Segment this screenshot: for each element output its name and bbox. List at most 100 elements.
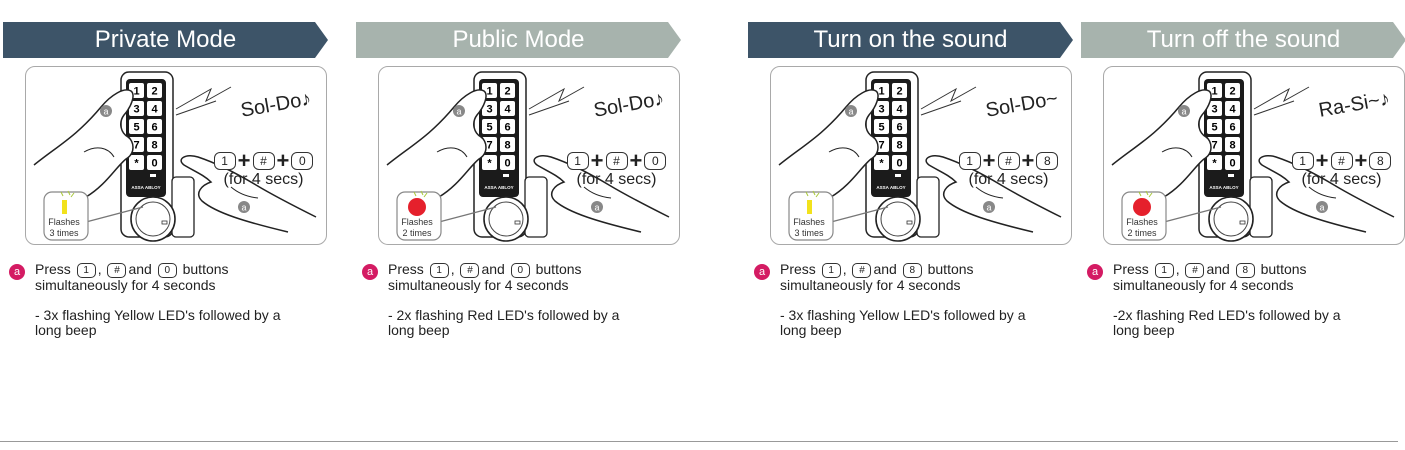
step-separator: ,	[450, 261, 455, 277]
svg-text:a: a	[848, 107, 853, 117]
step-buttons: buttons	[182, 261, 229, 277]
keypad-key	[147, 137, 162, 152]
keypad-key-label: 8	[896, 140, 902, 152]
note-line1: - 2x flashing Red LED's followed by a	[388, 307, 620, 323]
flash-caption: Flashes 2 times	[397, 217, 437, 239]
plus-sign: +	[276, 148, 290, 173]
keypad-key-label: 8	[151, 140, 157, 152]
duration-label: (for 4 secs)	[968, 171, 1049, 188]
keypad-key-label: 2	[1229, 86, 1235, 98]
keypad-key	[129, 119, 144, 134]
flash-caption: Flashes 2 times	[1122, 217, 1162, 239]
keypad-key	[500, 119, 515, 134]
keypad-key-label: 7	[133, 140, 139, 152]
step-separator: ,	[842, 261, 847, 277]
keypad-key-label: 0	[504, 158, 510, 170]
key-chip-2: #	[252, 152, 275, 170]
keypad-key-label: 3	[878, 104, 884, 116]
keypad-key-label: 1	[133, 86, 139, 98]
svg-text:a: a	[1181, 107, 1186, 117]
keypad-key	[500, 155, 515, 170]
key-chip-3: 0	[291, 152, 314, 170]
duration-label: (for 4 secs)	[223, 171, 304, 188]
keypad-key-label: 1	[486, 86, 492, 98]
plus-sign: +	[1315, 148, 1329, 173]
svg-text:ASSA ABLOY: ASSA ABLOY	[484, 185, 513, 190]
inline-key-2: #	[460, 263, 480, 278]
flash-caption-line2: 3 times	[794, 228, 824, 238]
svg-text:ASSA ABLOY: ASSA ABLOY	[131, 185, 160, 190]
keypad-key-label: 2	[151, 86, 157, 98]
plus-sign: +	[590, 148, 604, 173]
panel-title-tab: Private Mode	[3, 22, 328, 58]
step-and: and	[481, 261, 505, 277]
flash-caption: Flashes 3 times	[789, 217, 829, 239]
keypad-key-label: 6	[1229, 122, 1235, 134]
duration-label: (for 4 secs)	[576, 171, 657, 188]
step-badge: a	[1087, 264, 1103, 280]
keypad-key-label: 3	[486, 104, 492, 116]
keypad-key-label: 8	[1229, 140, 1235, 152]
inline-key-2: #	[1185, 263, 1205, 278]
svg-text:ASSA ABLOY: ASSA ABLOY	[1209, 185, 1238, 190]
flash-caption-line1: Flashes	[401, 217, 433, 227]
step-instruction: a Press 1, #and 0 buttons simultaneously…	[9, 262, 339, 293]
keypad-key	[1225, 137, 1240, 152]
step-text: Press 1, #and 0 buttons simultaneously f…	[35, 262, 339, 293]
step-buttons: buttons	[1260, 261, 1307, 277]
key-chip-1: 1	[958, 152, 981, 170]
keypad-key-label: 3	[1211, 104, 1217, 116]
key-chip-2: #	[997, 152, 1020, 170]
step-and: and	[1206, 261, 1230, 277]
key-chip-1: 1	[1291, 152, 1314, 170]
note-line1: - 3x flashing Yellow LED's followed by a	[35, 307, 281, 323]
step-buttons: buttons	[535, 261, 582, 277]
keypad-key-label: 5	[133, 122, 139, 134]
inline-key-3: 0	[510, 263, 530, 278]
svg-text:a: a	[594, 203, 599, 213]
keypad-key	[500, 83, 515, 98]
step-text: Press 1, #and 8 buttons simultaneously f…	[1113, 262, 1405, 293]
step-and: and	[128, 261, 152, 277]
note-line2: long beep	[780, 322, 842, 338]
svg-text:a: a	[241, 203, 246, 213]
keypad-key-label: 4	[896, 104, 903, 116]
keypad-key-label: 0	[1229, 158, 1235, 170]
keypad-key-label: *	[1212, 158, 1217, 170]
step-press: Press	[1113, 261, 1149, 277]
keypad-key-label: 5	[486, 122, 492, 134]
step-separator: ,	[1175, 261, 1180, 277]
key-chip-3: 0	[644, 152, 667, 170]
keypad-key	[892, 137, 907, 152]
keypad-key-label: 6	[504, 122, 510, 134]
keypad-key	[874, 155, 889, 170]
plus-sign: +	[982, 148, 996, 173]
inline-key-3: 8	[902, 263, 922, 278]
keypad-key-label: 3	[133, 104, 139, 116]
keypad-key-label: 7	[486, 140, 492, 152]
keypad-key	[1207, 119, 1222, 134]
step-instruction: a Press 1, #and 8 buttons simultaneously…	[1087, 262, 1405, 293]
keypad-key	[892, 119, 907, 134]
keypad-key-label: *	[879, 158, 884, 170]
plus-sign: +	[629, 148, 643, 173]
flash-caption-line2: 3 times	[49, 228, 79, 238]
keypad-key	[147, 83, 162, 98]
keypad-key	[482, 119, 497, 134]
keypad-key	[482, 101, 497, 116]
step-badge: a	[9, 264, 25, 280]
inline-key-3: 0	[157, 263, 177, 278]
step-press: Press	[35, 261, 71, 277]
flash-caption-line2: 2 times	[402, 228, 432, 238]
keypad-key	[129, 155, 144, 170]
plus-sign: +	[237, 148, 251, 173]
note-line2: long beep	[35, 322, 97, 338]
keypad-key	[147, 119, 162, 134]
keypad-key-label: *	[134, 158, 139, 170]
keypad-key-label: 5	[878, 122, 884, 134]
